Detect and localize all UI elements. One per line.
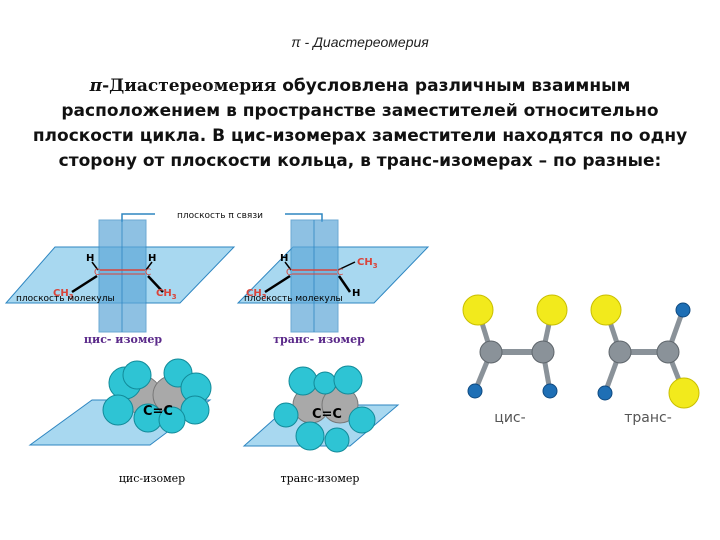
cis-top-caption: цис- изомер	[84, 333, 162, 346]
cis-pi-plane	[98, 219, 147, 333]
cis-c-left: C	[94, 268, 100, 278]
cis-ball-stick-label: цис-	[494, 410, 525, 426]
paragraph-line-1-rest: обусловлена различным взаимным	[276, 76, 631, 96]
paragraph-lead-pi: π	[89, 76, 103, 96]
trans-c-left: C	[286, 268, 292, 278]
trans-bottom-caption: транс-изомер	[281, 472, 360, 485]
trans-h-left: H	[280, 253, 288, 264]
trans-ball-stick-model: транс-	[590, 294, 700, 426]
trans-ch3-topright: CH3	[357, 257, 378, 270]
cis-h-right: H	[148, 253, 156, 264]
trans-pi-plane	[290, 219, 339, 333]
cis-plane-label: плоскость молекулы	[16, 294, 115, 304]
trans-bond-label: C=C	[312, 407, 342, 422]
trans-h-right: H	[352, 288, 360, 299]
trans-space-filling-model: C=C транс-изомер	[242, 365, 400, 485]
cis-c-right: C	[145, 268, 151, 278]
paragraph-line-2: расположением в пространстве заместителе…	[61, 101, 659, 121]
trans-ball-stick-label: транс-	[624, 410, 672, 426]
intro-paragraph: π-Диастереомерия обусловлена различным в…	[8, 74, 712, 174]
cis-ball-stick-model: цис-	[462, 294, 568, 426]
paragraph-line-1: π-Диастереомерия обусловлена различным в…	[8, 74, 712, 99]
cis-h-left: H	[86, 253, 94, 264]
cis-ch3-left: CH3	[53, 288, 74, 301]
cis-bottom-caption: цис-изомер	[119, 472, 185, 485]
trans-ch3-left: CH3	[246, 288, 267, 301]
cis-space-filling-model: C=C цис-изомер	[28, 358, 212, 485]
trans-plane-label: плоскость молекулы	[244, 294, 343, 304]
cis-ch3-right: CH3	[156, 288, 177, 301]
slide-title: π - Диастереомерия	[291, 34, 429, 50]
pi-plane-label: плоскость π связи	[177, 211, 263, 221]
cis-bond-label: C=C	[143, 404, 173, 419]
paragraph-line-3: плоскости цикла. В цис-изомерах заместит…	[32, 126, 688, 146]
trans-plane-diagram: H CH3 C C CH3 H плоскость молекулы транс…	[236, 219, 430, 346]
pi-plane-bracket: плоскость π связи	[121, 207, 323, 222]
trans-top-caption: транс- изомер	[273, 333, 365, 346]
trans-c-right: C	[337, 268, 343, 278]
paragraph-line-4: сторону от плоскости кольца, в транс-изо…	[58, 151, 662, 171]
cis-plane-diagram: H H C C CH3 CH3 плоскость молекулы цис- …	[4, 219, 236, 346]
paragraph-lead-word: -Диастереомерия	[102, 76, 277, 96]
